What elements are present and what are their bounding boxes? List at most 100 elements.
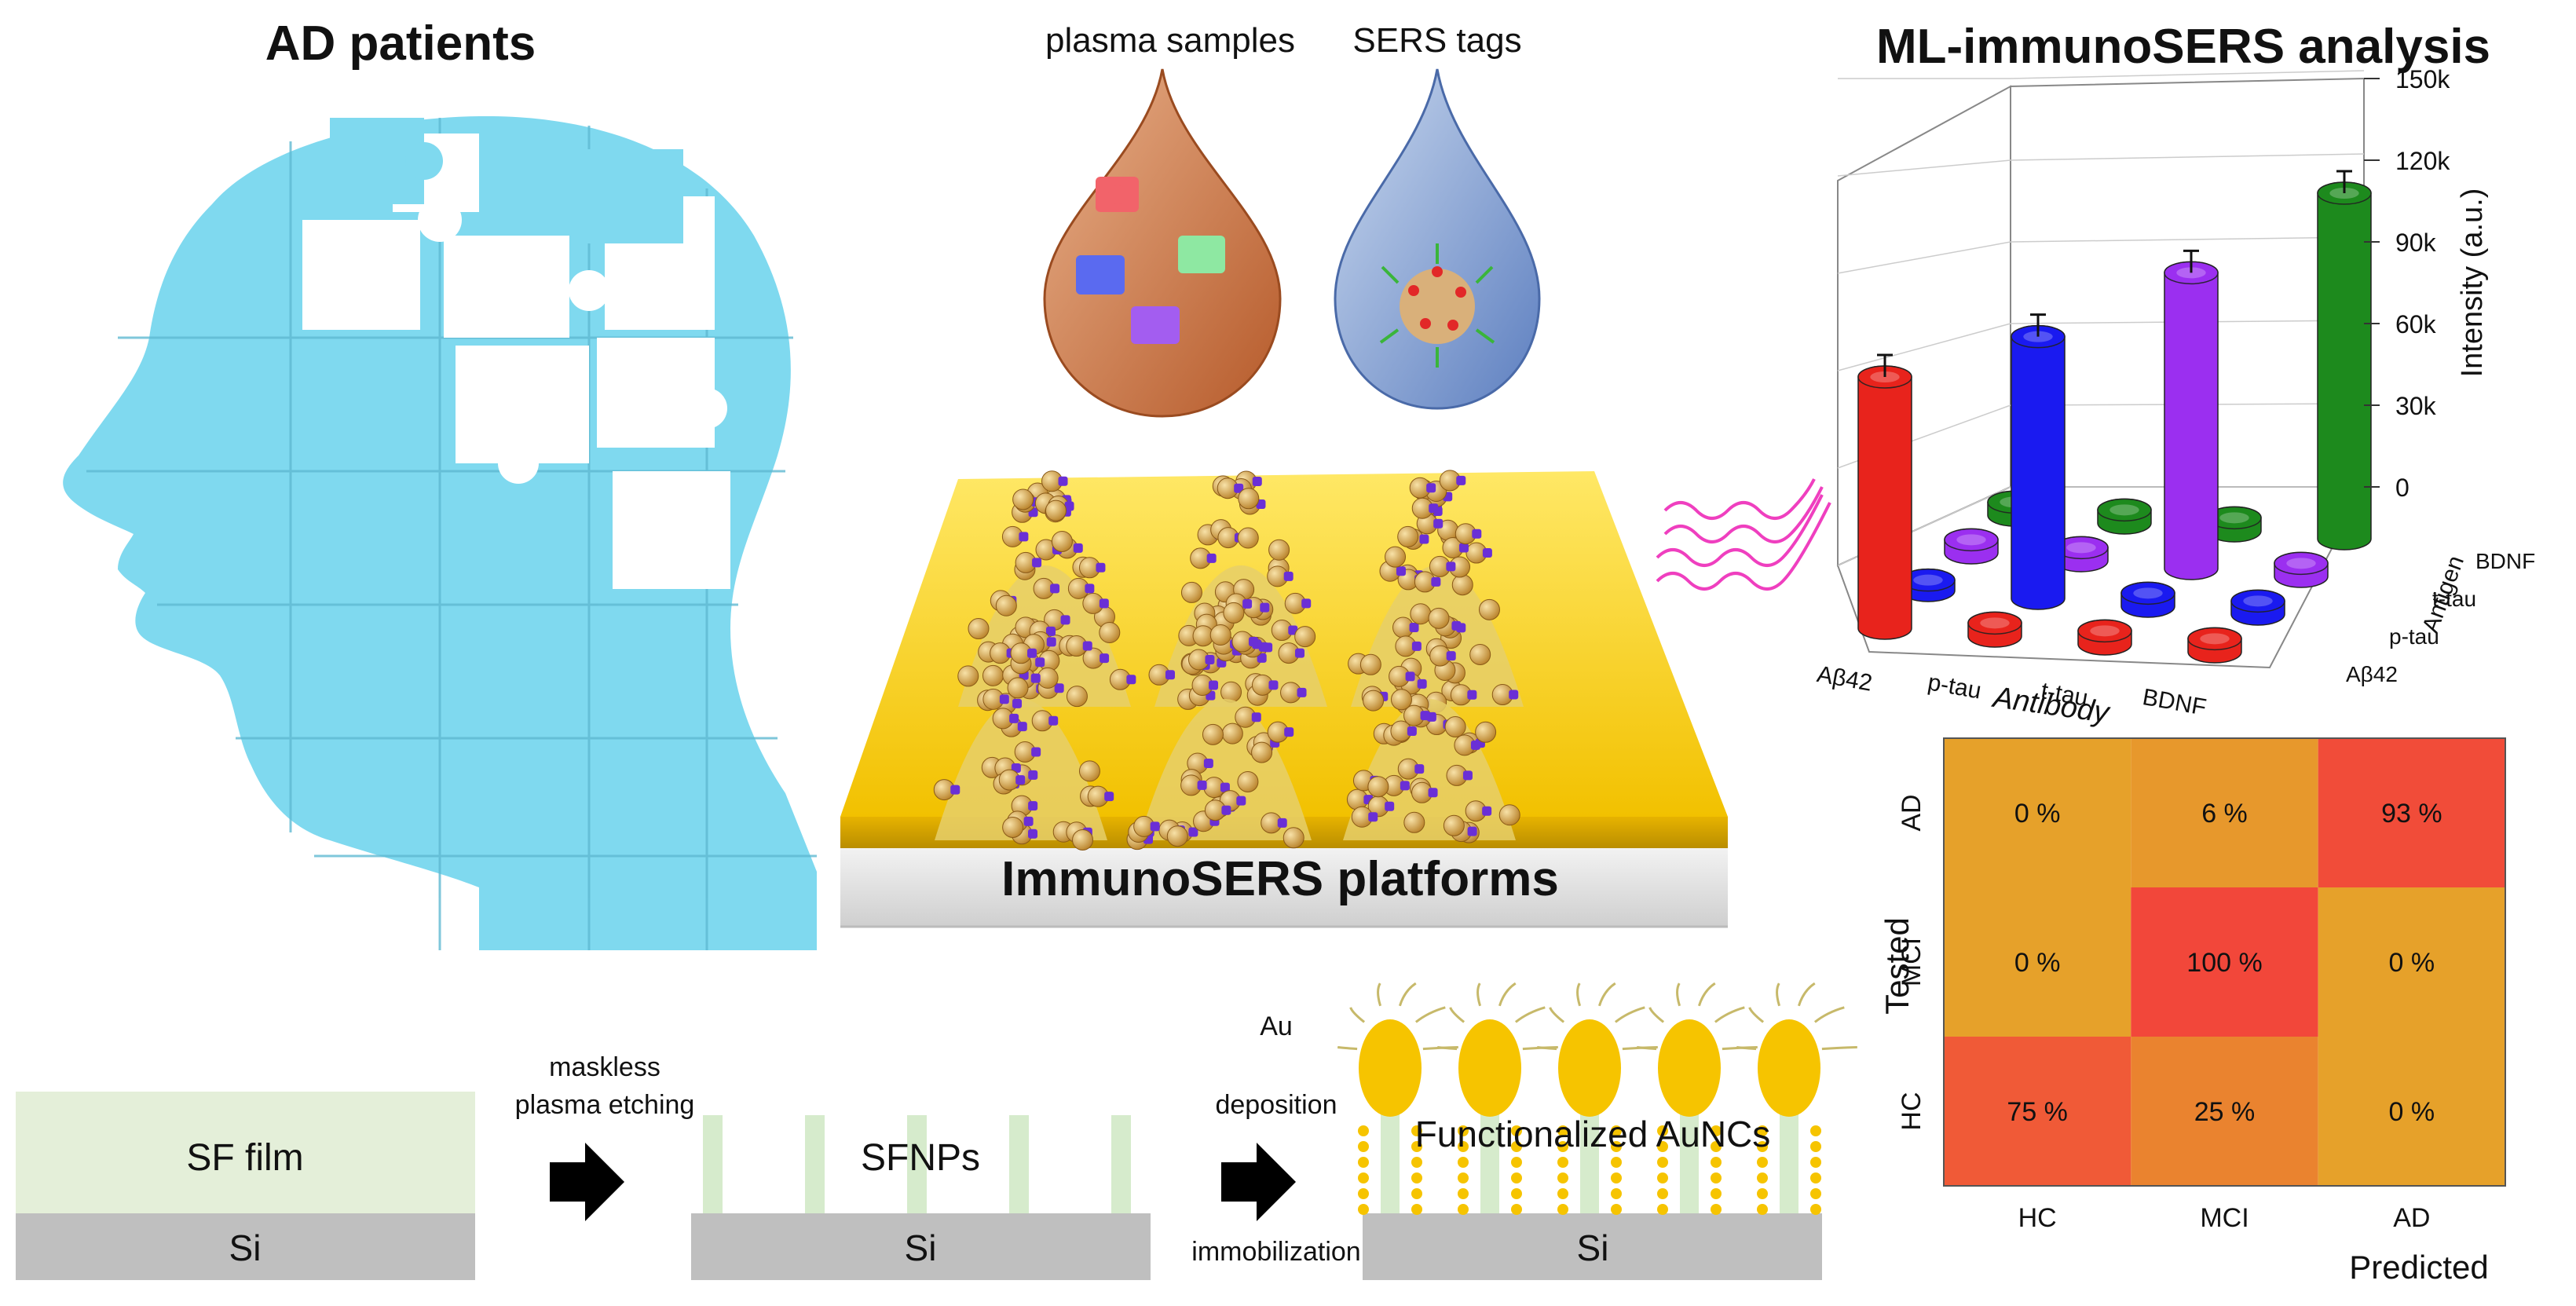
step1-line2: plasma etching [515,1090,695,1120]
sfnp-pillar [1680,1099,1699,1213]
gold-nanoparticle [1367,776,1389,798]
gold-nanoparticle [1444,716,1466,738]
gold-nanoparticle [1451,574,1473,596]
antibody-marker [1482,548,1492,558]
bar-BDNF-Aβ42 [2187,627,2242,664]
antibody-marker [1030,673,1041,683]
sfnp-pillar [1780,1099,1798,1213]
step2-line2: deposition [1215,1090,1337,1120]
heatmap-cell [2318,738,2505,887]
antibody-marker [1417,679,1427,689]
antibody-marker [1054,683,1064,693]
plasma-drop-icon [1043,68,1282,418]
raman-signal-icon [1656,478,1831,591]
antibody-marker [1028,770,1038,780]
antibody-marker [999,694,1009,704]
antibody-marker [1027,648,1037,658]
antibody-marker [1085,583,1095,594]
antibody-marker [1019,532,1029,542]
platform-title: ImmunoSERS platforms [1001,852,1559,906]
gold-nanoparticle [1403,811,1425,833]
nanocone-array [933,470,1524,851]
gold-nanoparticle [957,665,979,687]
antibody-marker [1297,687,1307,697]
gold-nanoparticle [1397,525,1419,547]
gold-nanoparticle [1283,827,1304,849]
sfnp-pillar [1480,1099,1499,1213]
x-tick-label: BDNF [2141,684,2208,721]
gold-nanoparticle [1385,546,1407,568]
antibody-marker [1462,770,1473,781]
gold-nanoparticle [982,664,1004,686]
z-tick-label: 0 [2395,474,2410,502]
z-axis-label: Intensity (a.u.) [2456,188,2489,378]
antibody-marker [1429,503,1439,514]
gold-nanoparticle [1443,814,1465,836]
antibody-marker [1165,670,1175,680]
gold-nanoparticle [1007,677,1029,699]
antibody-marker [1407,726,1417,736]
antibody-marker [1031,747,1041,757]
antibody-marker [1206,553,1217,563]
antibody-marker [1509,690,1519,700]
puzzle-head-icon [63,115,817,950]
gold-nanoparticle [1469,643,1491,665]
antibody-marker [1411,641,1422,651]
gold-nanoparticle [1037,667,1059,689]
antibody-marker [1458,543,1469,553]
gold-nanoparticle [1078,760,1100,782]
x-tick-label: p-tau [1926,669,1983,704]
antibody-marker [1242,598,1253,609]
si-label-1: Si [229,1227,262,1268]
sers-drop-icon [1334,68,1541,410]
x-tick-label: Aβ42 [1815,661,1874,697]
gold-nanoparticle [1237,527,1259,549]
heatmap-cell-label: 93 % [2381,799,2442,829]
heatmap-cell-label: 100 % [2186,948,2262,978]
heatmap-cell-label: 0 % [2389,948,2435,978]
antibody-marker [1446,651,1456,661]
antibody-marker [1023,816,1034,826]
antibody-marker [1431,576,1441,587]
antibody-marker [1248,637,1258,647]
antibody-marker [1234,483,1244,493]
antibody-marker [1126,675,1136,685]
gold-nanoparticle [1498,804,1520,826]
antibody-marker [1060,615,1070,625]
antibody-marker [1209,680,1219,690]
antibody-marker [1221,805,1231,815]
gold-nanoparticle [1410,603,1432,625]
antibody-marker [1419,534,1429,544]
antibody-marker [1197,780,1207,790]
antibody-marker [1260,602,1270,613]
antibody-marker [1012,698,1023,708]
heatmap-cell [1944,887,2131,1037]
gold-nanoparticle [1202,723,1224,745]
antibody-marker [1277,818,1287,828]
gold-nanoparticle [1045,499,1067,521]
antibody-marker [1100,653,1110,664]
x-axis-label: Antibody [1990,681,2113,730]
gold-nanoparticle [1363,690,1385,712]
gold-nanoparticle [1072,829,1094,851]
heatmap-cell-label: 6 % [2201,799,2248,829]
au-nanocap [1558,1019,1621,1117]
antibody-marker [1385,801,1395,811]
sfnp-pillar [1580,1099,1599,1213]
heatmap-cell [2318,887,2505,1037]
gold-nanoparticle [1012,488,1034,510]
heatmap-cell-label: 0 % [2389,1097,2435,1127]
heatmap-y-tick: MCI [1897,938,1927,986]
antibody-marker [950,785,961,795]
gold-nanoparticle [1237,770,1259,792]
bar-Aβ42-Aβ42 [1857,353,1912,640]
heatmap-xlabel: Predicted [2349,1249,2488,1286]
antibody-marker [1150,821,1160,832]
gold-nanoparticle [1238,488,1260,510]
antibody-marker [1032,558,1042,568]
fab-step-aunc: Functionalized AuNCs Si [1337,982,1857,1280]
z-tick-label: 150k [2395,65,2450,93]
antibody-marker [1467,690,1477,700]
